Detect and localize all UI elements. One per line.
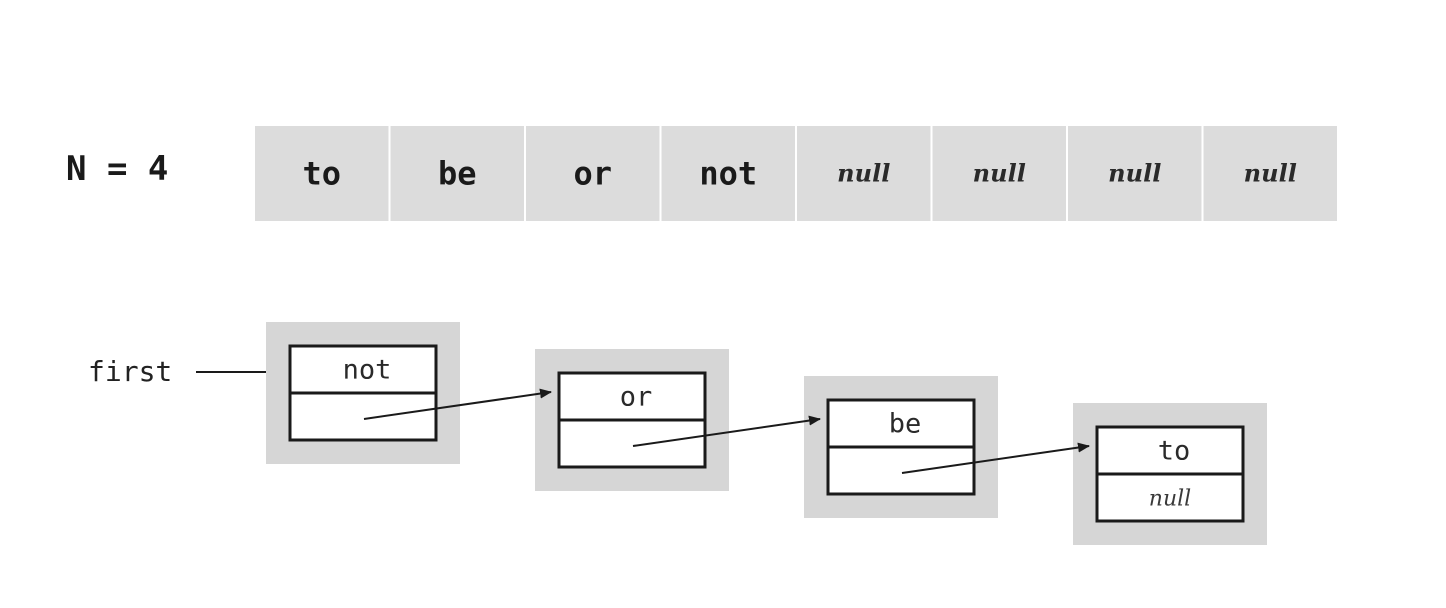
array-cell-value: be — [438, 155, 477, 193]
array-cell-null: null — [973, 159, 1026, 188]
array-cells: to be or not null null null null — [253, 124, 1339, 223]
array-cell-null: null — [1244, 159, 1297, 188]
list-node-item: not — [343, 355, 392, 386]
array-cell-box — [930, 124, 1068, 223]
first-pointer-label: first — [88, 355, 172, 388]
list-node-item: to — [1158, 436, 1191, 467]
list-node: not — [266, 322, 460, 464]
array-cell: null — [1201, 124, 1339, 223]
array-cell: null — [795, 124, 933, 223]
array-cell-box — [253, 124, 391, 223]
linked-list-section: first not or be to null — [88, 322, 1267, 545]
list-node: to null — [1073, 403, 1267, 545]
list-links — [363, 388, 1090, 474]
next-pointer-arrow — [901, 442, 1090, 474]
next-pointer-arrow — [363, 388, 552, 420]
array-section: N = 4 to be or not null null null null — [66, 124, 1339, 223]
list-node-item: be — [889, 409, 922, 440]
list-node-next-null: null — [1149, 487, 1191, 512]
array-cell-value: to — [302, 155, 341, 193]
array-cell: or — [524, 124, 662, 223]
list-node: be — [804, 376, 998, 518]
array-cell-box — [1066, 124, 1204, 223]
array-cell: not — [659, 124, 797, 223]
list-node: or — [535, 349, 729, 491]
array-cell: null — [930, 124, 1068, 223]
list-node-item: or — [620, 382, 653, 413]
array-cell-value: or — [573, 155, 612, 193]
array-cell-box — [524, 124, 662, 223]
array-cell: to — [253, 124, 391, 223]
list-nodes: not or be to null — [266, 322, 1267, 545]
array-cell-null: null — [837, 159, 890, 188]
array-cell: be — [388, 124, 526, 223]
array-cell: null — [1066, 124, 1204, 223]
array-cell-box — [1201, 124, 1339, 223]
next-pointer-arrow — [632, 415, 821, 447]
array-cell-null: null — [1108, 159, 1161, 188]
array-cell-value: not — [699, 155, 757, 193]
array-cell-box — [388, 124, 526, 223]
array-cell-box — [795, 124, 933, 223]
array-size-label: N = 4 — [66, 149, 168, 189]
